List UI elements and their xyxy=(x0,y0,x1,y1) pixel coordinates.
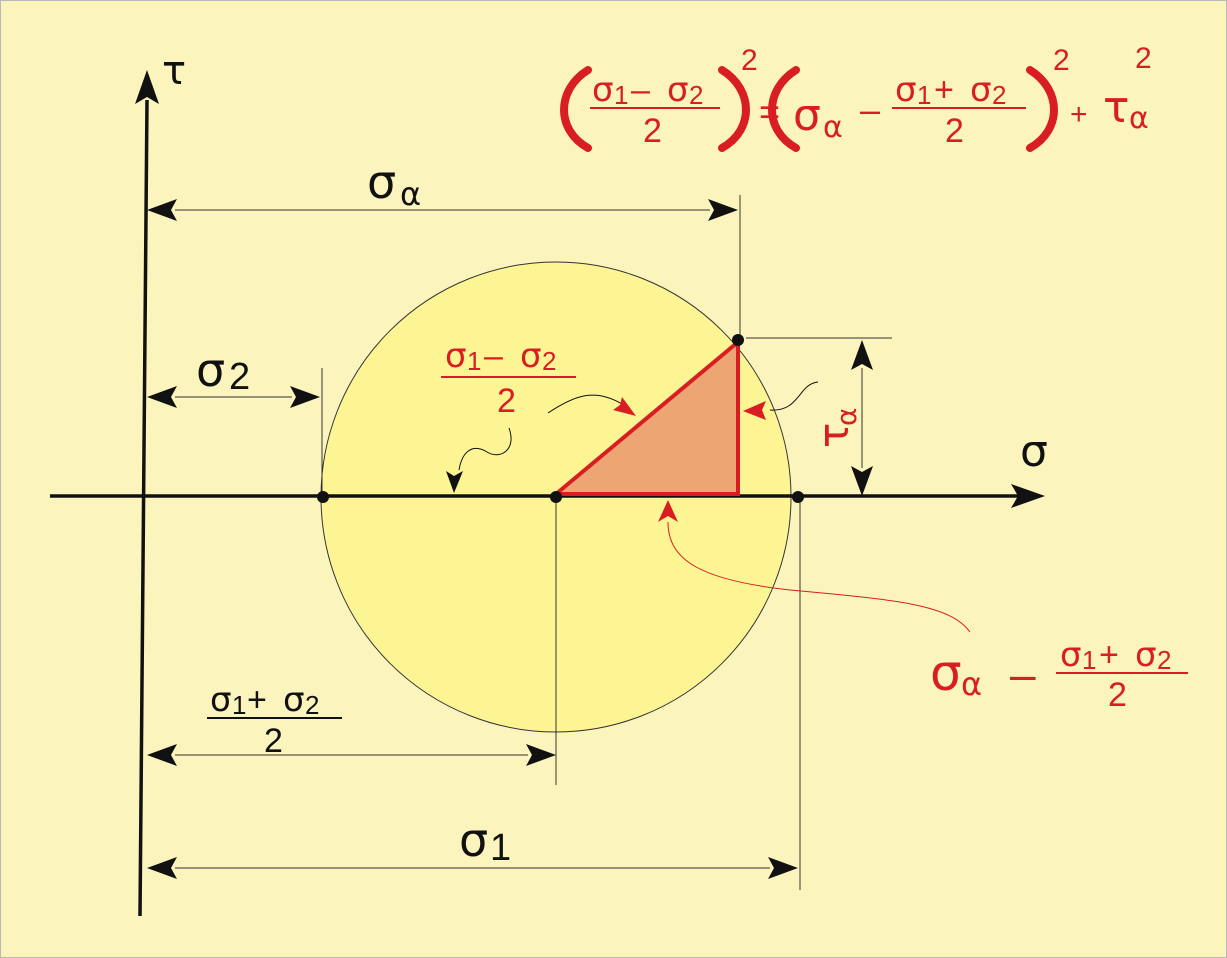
stress-triangle xyxy=(550,337,740,496)
axes xyxy=(50,70,1045,917)
rhs-open-paren xyxy=(768,66,800,152)
svg-text:σ: σ xyxy=(445,336,467,376)
svg-text:2: 2 xyxy=(643,112,662,150)
svg-text:+: + xyxy=(1070,98,1088,131)
circle-points xyxy=(317,334,804,503)
svg-text:σ: σ xyxy=(970,70,992,110)
svg-text:σ: σ xyxy=(283,680,305,720)
dimension-lines xyxy=(147,199,873,879)
sigma-axis-arrowhead xyxy=(1011,484,1045,508)
svg-text:2: 2 xyxy=(689,80,703,110)
svg-text:+: + xyxy=(1099,636,1119,674)
svg-text:2: 2 xyxy=(992,80,1006,110)
svg-text:–: – xyxy=(860,89,880,130)
svg-text:+: + xyxy=(247,681,267,719)
tau-axis xyxy=(138,99,149,917)
tau-axis-arrowhead xyxy=(135,70,159,104)
pointer-radius xyxy=(547,394,623,414)
label-radius-fraction: σ 1 – σ 2 2 xyxy=(441,336,576,420)
svg-text:α: α xyxy=(823,110,843,145)
label-sigma-2: σ 2 xyxy=(196,343,250,398)
svg-text:2: 2 xyxy=(1108,676,1127,714)
rhs-close-paren xyxy=(1026,66,1058,152)
svg-text:–: – xyxy=(484,337,503,375)
svg-text:1: 1 xyxy=(917,80,931,110)
svg-text:–: – xyxy=(1010,648,1036,700)
svg-text:1: 1 xyxy=(1082,645,1096,675)
tau-axis-label: τ xyxy=(162,48,186,94)
svg-text:σ: σ xyxy=(459,813,488,867)
svg-text:2: 2 xyxy=(945,112,964,150)
svg-text:σ: σ xyxy=(667,70,689,110)
point-sigma2 xyxy=(317,491,329,503)
svg-text:1: 1 xyxy=(232,690,246,720)
pointer-arrows xyxy=(446,381,971,633)
point-sigma1 xyxy=(792,491,804,503)
svg-text:2: 2 xyxy=(1135,42,1152,75)
svg-text:α: α xyxy=(830,408,863,426)
svg-text:σ: σ xyxy=(930,644,962,702)
svg-text:2: 2 xyxy=(497,382,516,420)
svg-text:α: α xyxy=(961,665,982,703)
svg-text:σ: σ xyxy=(793,90,821,141)
label-mean-stress: σ 1 + σ 2 2 xyxy=(207,680,342,760)
svg-text:1: 1 xyxy=(490,827,511,869)
svg-text:2: 2 xyxy=(264,722,283,760)
svg-text:σ: σ xyxy=(210,680,232,720)
svg-text:2: 2 xyxy=(542,346,556,376)
svg-text:σ: σ xyxy=(1060,635,1082,675)
svg-text:σ: σ xyxy=(520,336,542,376)
svg-text:σ: σ xyxy=(895,70,917,110)
svg-text:1: 1 xyxy=(467,346,481,376)
label-sigma-alpha: σ α xyxy=(367,155,421,213)
extension-lines xyxy=(321,195,892,890)
svg-text:τ: τ xyxy=(809,423,858,448)
label-offset-expression: σ α – σ 1 + σ 2 2 xyxy=(930,635,1188,714)
svg-text:α: α xyxy=(1129,101,1149,136)
svg-text:σ: σ xyxy=(196,343,225,397)
svg-text:2: 2 xyxy=(1157,645,1171,675)
svg-text:1: 1 xyxy=(614,80,628,110)
label-sigma-1: σ 1 xyxy=(459,813,511,869)
svg-text:2: 2 xyxy=(229,356,250,398)
pointer-tau xyxy=(769,381,819,411)
lhs-close-paren xyxy=(718,66,750,152)
sigma-axis-label: σ xyxy=(1020,426,1048,477)
svg-text:–: – xyxy=(631,71,650,109)
svg-text:2: 2 xyxy=(1053,44,1070,77)
label-tau-alpha: τ α xyxy=(809,408,863,448)
point-stress-state xyxy=(732,334,744,346)
svg-text:σ: σ xyxy=(1135,635,1157,675)
mohr-circle-equation: σ 1 – σ 2 2 2 = σ α – σ 1 + σ 2 2 2 + τ … xyxy=(560,42,1152,152)
svg-text:α: α xyxy=(400,175,421,213)
svg-text:τ: τ xyxy=(1103,82,1130,133)
point-center xyxy=(550,491,562,503)
svg-text:σ: σ xyxy=(592,70,614,110)
pointer-offset xyxy=(667,521,971,633)
svg-text:+: + xyxy=(934,71,954,109)
pointer-mean xyxy=(458,427,512,471)
svg-text:2: 2 xyxy=(305,690,319,720)
svg-text:2: 2 xyxy=(741,44,758,77)
lhs-open-paren xyxy=(560,66,592,152)
svg-text:σ: σ xyxy=(367,155,396,209)
